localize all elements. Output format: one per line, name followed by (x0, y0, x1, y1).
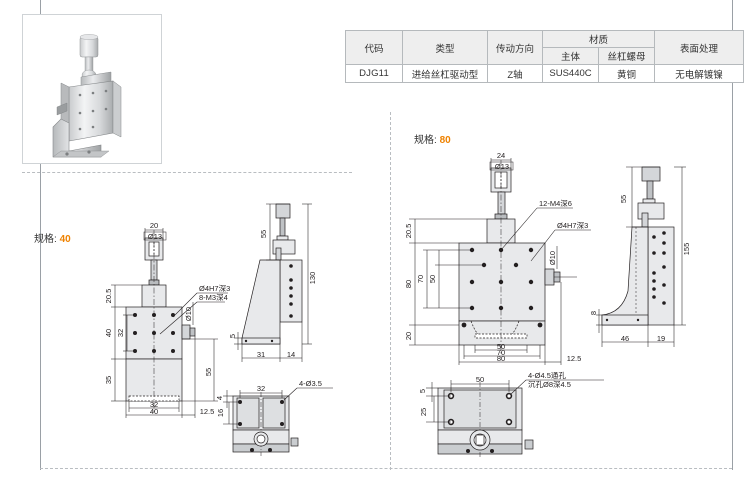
note-40-tapped-hole: 8-M3深4 (199, 293, 228, 302)
note-80-tapped-hole: 12-M4深6 (539, 199, 572, 208)
header-type: 类型 (402, 30, 488, 65)
center-dashed-rule (390, 112, 391, 470)
dim-40s-w31: 31 (257, 350, 265, 359)
header-code: 代码 (345, 30, 403, 65)
note-80b-counterbore: 沉孔Ø8深4.5 (528, 380, 571, 389)
dim-80-w24: 24 (497, 151, 505, 160)
dim-40b-w32: 32 (257, 384, 265, 393)
caption-size-40-label: 规格: (34, 234, 57, 245)
drawing-size40-bottom-view: 4 32 16 4-Ø3.5 (205, 372, 355, 472)
dim-80-h80: 80 (404, 280, 413, 288)
dim-80-h20: 20 (404, 332, 413, 340)
spec-table-head: 代码 类型 传动方向 材质 表面处理 主体 丝杠螺母 (345, 30, 744, 65)
drawing-size80-side-view: 55 155 8 46 19 (589, 155, 731, 360)
dim-80-h205: 20.5 (404, 224, 413, 239)
caption-size-80-label: 规格: (414, 135, 437, 146)
dim-80-dia10: Ø10 (548, 251, 557, 265)
cell-code: DJG11 (345, 64, 403, 83)
spec-table: 代码 类型 传动方向 材质 表面处理 主体 丝杠螺母 DJG11 进给丝杠驱动型… (345, 30, 744, 83)
spec-table-body: DJG11 进给丝杠驱动型 Z轴 SUS440C 黄铜 无电解镀镍 (345, 64, 744, 83)
bottom-dashed-rule (40, 468, 732, 469)
dim-40-dia13: Ø13 (148, 232, 162, 241)
cell-material-nut: 黄铜 (598, 64, 655, 83)
drawing-size40-front-view: 20 Ø13 20.5 40 32 35 32 40 12.5 55 Ø10 Ø… (85, 221, 270, 422)
cell-material-body: SUS440C (542, 64, 599, 83)
cell-direction: Z轴 (487, 64, 543, 83)
note-80-reamed-hole: Ø4H7深3 (557, 221, 588, 230)
caption-size-80: 规格: 80 (414, 131, 451, 146)
dim-80s-w19: 19 (657, 334, 665, 343)
header-material-body: 主体 (542, 47, 599, 65)
upper-dashed-rule (22, 172, 352, 173)
header-material: 材质 (542, 30, 655, 48)
dim-40-h35: 35 (104, 376, 113, 384)
dim-80s-h55: 55 (619, 195, 628, 203)
dim-40s-w14: 14 (287, 350, 295, 359)
header-surface: 表面处理 (654, 30, 744, 65)
caption-size-40-value: 40 (59, 234, 71, 245)
dim-40b-h16: 16 (216, 409, 225, 417)
dim-80b-h25: 25 (419, 408, 428, 416)
drawing-size80-front-view: 24 Ø13 20.5 80 70 50 20 50 70 80 12.5 Ø1… (404, 148, 605, 365)
dim-80-h70: 70 (416, 275, 425, 283)
dim-40-w32: 32 (150, 400, 158, 409)
cell-type: 进给丝杠驱动型 (402, 64, 488, 83)
left-vertical-rule (40, 0, 41, 470)
spec-table-header-row-2: 主体 丝杠螺母 (346, 47, 744, 65)
product-photo (22, 14, 162, 164)
drawing-size40-side-view: 55 130 5 31 14 (228, 192, 352, 372)
dim-80-w80: 80 (497, 354, 505, 363)
dim-80-w70: 70 (497, 348, 505, 357)
dim-40s-t5: 5 (228, 334, 237, 338)
dim-80-w50: 50 (497, 342, 505, 351)
right-vertical-rule (732, 0, 733, 470)
dim-40s-h130: 130 (308, 272, 317, 285)
dim-40-w40: 40 (150, 407, 158, 416)
drawing-size80-bottom-view: 50 5 25 4-Ø4.5通孔 沉孔Ø8深4.5 (418, 370, 608, 477)
cell-surface: 无电解镀镍 (654, 64, 744, 83)
note-40b-thru-hole: 4-Ø3.5 (299, 379, 322, 388)
note-40-reamed-hole: Ø4H7深3 (199, 284, 230, 293)
dim-80s-h155: 155 (682, 243, 691, 256)
note-80b-thru-hole: 4-Ø4.5通孔 (528, 370, 566, 380)
header-direction: 传动方向 (487, 30, 543, 65)
caption-size-80-value: 80 (439, 135, 451, 146)
dim-80b-e5: 5 (418, 389, 427, 393)
caption-size-40: 规格: 40 (34, 230, 71, 245)
dim-40-dia10: Ø10 (184, 307, 193, 321)
dim-40-w125: 12.5 (200, 407, 215, 416)
dim-80s-t8: 8 (589, 311, 598, 315)
dim-40s-h55: 55 (259, 230, 268, 238)
dim-80-w125: 12.5 (567, 354, 582, 363)
product-photo-illustration (52, 34, 122, 158)
dim-40-h55: 55 (204, 368, 213, 376)
dim-80-dia13: Ø13 (495, 162, 509, 171)
dim-40-h205: 20.5 (104, 289, 113, 304)
dim-40-h40: 40 (104, 329, 113, 337)
dim-40b-e4: 4 (215, 396, 224, 400)
dim-40-h32: 32 (116, 329, 125, 337)
header-material-nut: 丝杠螺母 (598, 47, 655, 65)
dim-80b-w50: 50 (476, 375, 484, 384)
dim-40-width-top: 20 (150, 221, 158, 230)
dim-80s-w46: 46 (621, 334, 629, 343)
table-row: DJG11 进给丝杠驱动型 Z轴 SUS440C 黄铜 无电解镀镍 (345, 64, 744, 83)
dim-80-h50: 50 (428, 275, 437, 283)
spec-table-header-row-1: 代码 类型 传动方向 材质 表面处理 (345, 30, 744, 65)
